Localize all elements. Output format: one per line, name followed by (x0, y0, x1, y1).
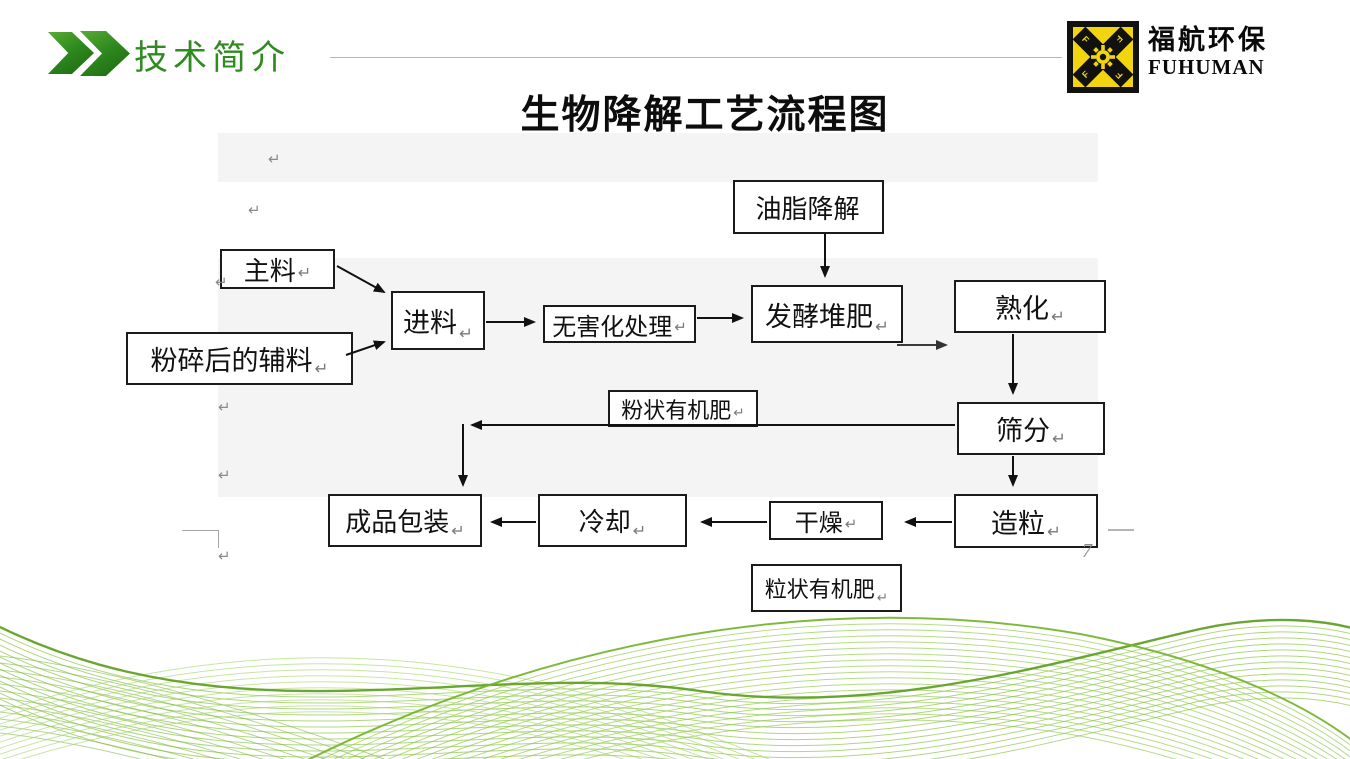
flow-box-grease-degradation: 油脂降解 (733, 180, 884, 234)
doc-gray-band (218, 258, 1098, 497)
page-number: 7 (1082, 540, 1092, 562)
header-divider (330, 57, 1062, 58)
box-label: 进料 (402, 308, 457, 338)
box-label: 冷却 (578, 508, 631, 537)
logo-name-english: FUHUMAN (1148, 54, 1265, 79)
flow-box-finished-packaging: 成品包装↵ (328, 494, 482, 547)
svg-text:F: F (1113, 69, 1124, 80)
box-label: 造粒 (990, 508, 1045, 539)
slide-title: 生物降解工艺流程图 (520, 94, 890, 137)
box-label: 熟化 (994, 294, 1049, 324)
gear-icon (1090, 44, 1116, 70)
flow-box-harmless-treatment: 无害化处理↵ (543, 305, 696, 343)
box-label: 无害化处理 (552, 314, 673, 341)
paragraph-mark: ↵ (248, 201, 261, 219)
paragraph-mark: ↵ (218, 398, 231, 416)
flow-box-feeding: 进料↵ (391, 291, 485, 350)
paragraph-mark: ↵ (268, 150, 281, 168)
box-label: 发酵堆肥 (764, 301, 873, 332)
company-logo: F F F F 福航环保 FUHUMAN (1066, 20, 1268, 94)
logo-name-chinese: 福航环保 (1148, 25, 1268, 55)
section-title: 技术简介 (134, 40, 290, 77)
flow-box-main-material: 主料↵ (220, 249, 335, 289)
box-label: 成品包装 (345, 508, 450, 537)
svg-text:F: F (1113, 33, 1124, 44)
svg-text:F: F (1080, 34, 1091, 45)
chevron-icon (48, 32, 94, 74)
box-label: 干燥 (794, 511, 843, 537)
doc-gray-band (218, 133, 1098, 182)
flow-box-powder-organic-fertilizer: 粉状有机肥↵ (608, 390, 758, 427)
gray-dash (1108, 529, 1134, 531)
paragraph-mark: ↵ (215, 273, 228, 291)
flow-box-cooling: 冷却↵ (538, 494, 687, 547)
flow-box-granular-organic-fertilizer: 粒状有机肥↵ (751, 564, 902, 612)
paragraph-mark: ↵ (218, 466, 231, 484)
box-label: 粉碎后的辅料 (150, 346, 313, 376)
box-label: 主料 (243, 256, 296, 286)
flow-box-crushed-auxiliary: 粉碎后的辅料↵ (126, 332, 353, 385)
paragraph-mark: ↵ (218, 547, 231, 565)
green-wave-decoration (0, 615, 1350, 759)
flow-box-fermentation-compost: 发酵堆肥↵ (751, 285, 903, 343)
box-label: 油脂降解 (755, 194, 860, 224)
text-boundary-corner-mark (182, 530, 219, 548)
box-label: 粉状有机肥 (621, 397, 732, 423)
svg-text:F: F (1080, 69, 1091, 80)
pinwheel-gear-logo-icon: F F F F (1067, 21, 1139, 93)
box-label: 筛分 (995, 416, 1050, 446)
flow-box-maturation: 熟化↵ (954, 280, 1106, 333)
flow-box-screening: 筛分↵ (957, 402, 1105, 455)
flow-box-granulation: 造粒↵ (954, 494, 1098, 548)
box-label: 粒状有机肥 (764, 577, 875, 602)
flow-box-drying: 干燥↵ (769, 501, 883, 540)
